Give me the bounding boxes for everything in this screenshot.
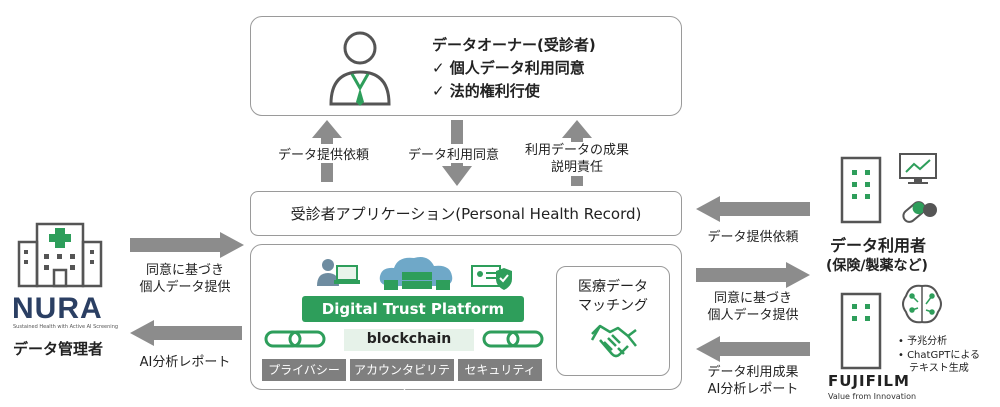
fujifilm-building-icon (838, 290, 884, 370)
left-report-text: AI分析レポート (139, 355, 231, 370)
data-user-subtitle: (保険/製薬など) (826, 258, 928, 274)
users-laptop-icon (315, 256, 361, 290)
left-provide-text: 同意に基づき 個人データ提供 (126, 262, 244, 296)
ai-brain-icon (900, 282, 944, 328)
left-provide-line-1: 同意に基づき (145, 263, 224, 278)
tag-privacy: プライバシー (262, 359, 346, 381)
platform-title: Digital Trust Platform (321, 300, 505, 318)
owner-item-rights: ✓ 法的権利行使 (432, 82, 540, 100)
blockchain-chain-icon (264, 328, 544, 350)
left-arrow-right-request (696, 196, 810, 222)
flow-label-request: データ提供依頼 (276, 144, 372, 163)
accountability-line-2: 説明責任 (550, 160, 603, 175)
right-result-line-2: AI分析レポート (707, 382, 799, 397)
tag-security: セキュリティ (458, 359, 542, 381)
ai-bullet-chatgpt: • ChatGPTによる (898, 350, 981, 361)
tag-accountability: アカウンタビリティ (350, 359, 454, 399)
nura-logo-subtitle: Sustained Health with Active AI Screenin… (13, 324, 119, 330)
owner-item-consent: ✓ 個人データ利用同意 (432, 59, 585, 77)
data-manager-label: データ管理者 (13, 340, 104, 358)
right-provide-text: 同意に基づき 個人データ提供 (694, 290, 812, 324)
digital-trust-platform-banner (302, 296, 524, 322)
monitor-chart-icon (898, 152, 938, 186)
left-arrow-left-report (130, 320, 242, 346)
blockchain-bar (344, 329, 474, 351)
ai-bullet-prediction: • 予兆分析 (898, 336, 948, 347)
left-arrow-right-result (696, 336, 810, 362)
fujifilm-logo: FUJIFILM (828, 372, 910, 390)
right-request-text: データ提供依頼 (707, 230, 799, 245)
id-card-shield-icon (470, 262, 514, 292)
right-arrow-right-provide (696, 262, 810, 288)
pills-icon (900, 194, 940, 230)
cloud-server-icon (372, 250, 462, 294)
owner-title: データオーナー(受診者) (432, 36, 596, 54)
flow-label-accountability: 利用データの成果 説明責任 (516, 142, 638, 176)
office-building-icon (838, 154, 884, 224)
matching-box (556, 266, 670, 376)
hospital-icon (17, 212, 103, 288)
right-arrow-left-provide (130, 232, 244, 258)
handshake-icon (590, 318, 638, 362)
left-provide-line-2: 個人データ提供 (139, 280, 231, 295)
right-provide-line-2: 個人データ提供 (707, 308, 799, 323)
right-provide-line-1: 同意に基づき (713, 291, 792, 306)
data-owner-box (250, 16, 682, 116)
patient-app-label: 受診者アプリケーション(Personal Health Record) (290, 205, 642, 223)
right-result-text: データ利用成果 AI分析レポート (694, 364, 812, 398)
right-result-line-1: データ利用成果 (707, 365, 799, 380)
matching-line-2: マッチング (578, 298, 648, 314)
nura-logo: NURA (12, 292, 103, 325)
flow-label-consent: データ利用同意 (406, 144, 502, 163)
blockchain-label: blockchain (366, 331, 452, 347)
ai-bullet-chatgpt-cont: テキスト生成 (909, 363, 969, 374)
person-icon (325, 24, 395, 108)
data-user-title: データ利用者 (830, 236, 927, 255)
patient-app-box (250, 191, 682, 236)
fujifilm-logo-subtitle: Value from Innovation (828, 392, 917, 401)
matching-line-1: 医療データ (578, 279, 648, 295)
accountability-line-1: 利用データの成果 (524, 143, 629, 158)
